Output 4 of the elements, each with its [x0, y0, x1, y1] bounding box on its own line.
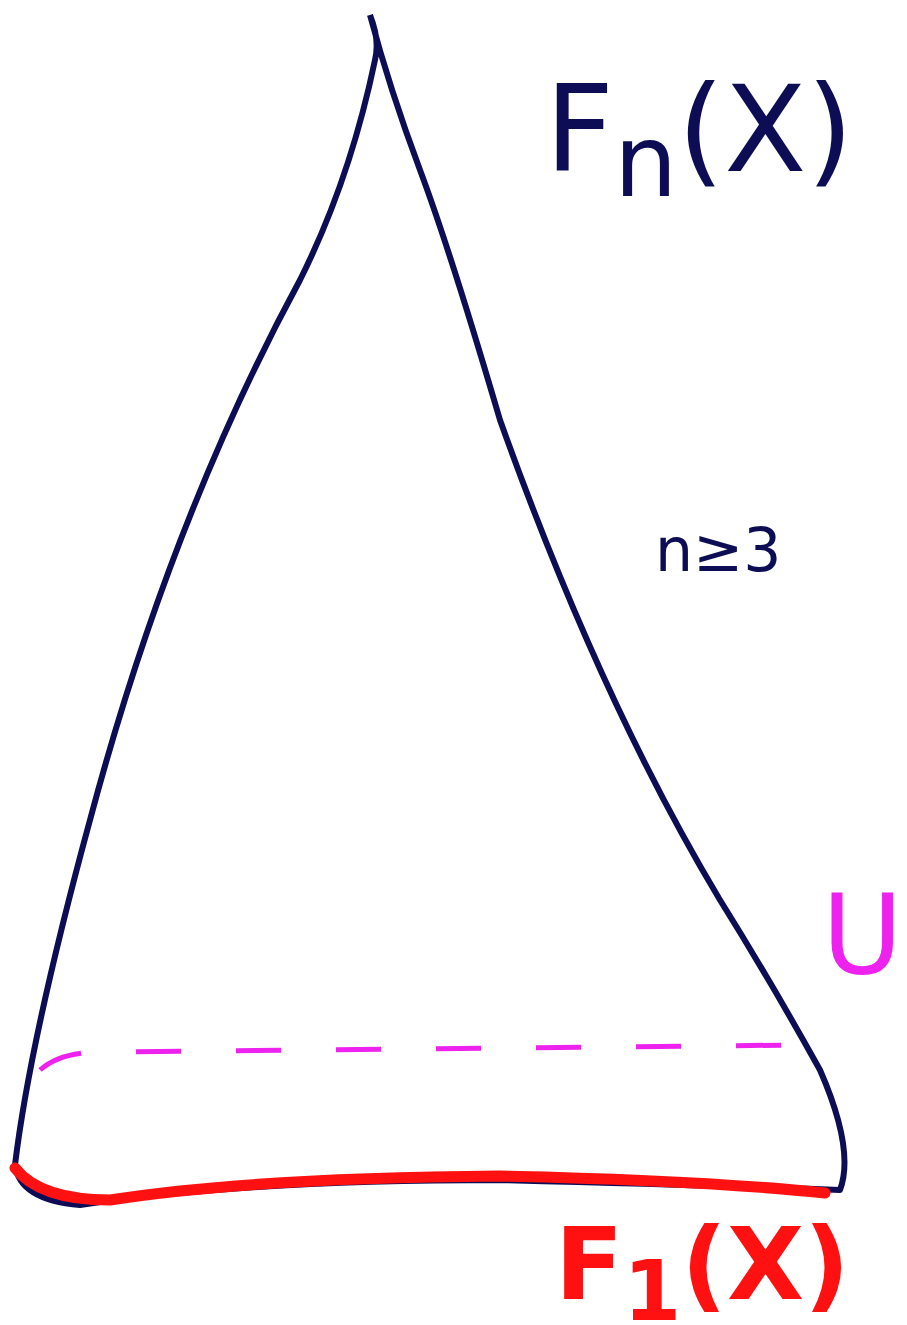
- math-label: F$_{n}$(X): [545, 70, 854, 212]
- math-label: U: [822, 880, 903, 990]
- math-label: F$_{1}$(X): [555, 1215, 850, 1325]
- math-label: n≥3: [655, 520, 782, 580]
